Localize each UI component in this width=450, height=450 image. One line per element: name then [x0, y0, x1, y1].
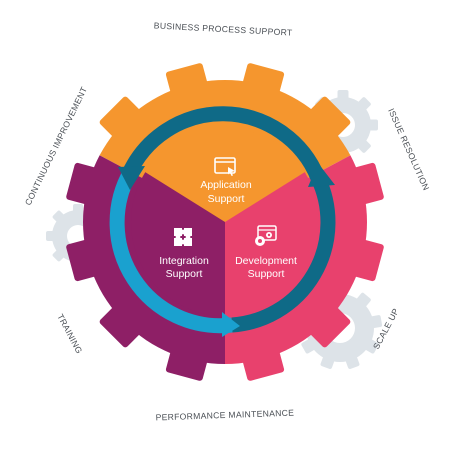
ring-arrowhead-3 [222, 312, 240, 337]
ring-dark-arc [121, 106, 325, 181]
segment-label-integration-1: Integration [159, 255, 209, 267]
segment-label-integration-2: Support [166, 268, 203, 280]
ring-blue-arc [109, 167, 233, 334]
segment-label-development-2: Support [248, 268, 285, 280]
outer-label-performance-maintenance: PERFORMANCE MAINTENANCE [155, 408, 294, 423]
segment-label-development-1: Development [235, 255, 297, 267]
segment-label-application-1: Application [200, 179, 252, 191]
ring-arrowhead-2 [118, 166, 145, 190]
ring-dark-arc-2 [231, 174, 336, 333]
ring-arrowhead-1 [308, 163, 335, 187]
browser-gears-icon [255, 225, 277, 246]
puzzle-icon [174, 228, 192, 246]
browser-cursor-icon [214, 157, 236, 176]
cycle-ring [109, 106, 336, 337]
segment-label-application-2: Support [208, 193, 245, 205]
